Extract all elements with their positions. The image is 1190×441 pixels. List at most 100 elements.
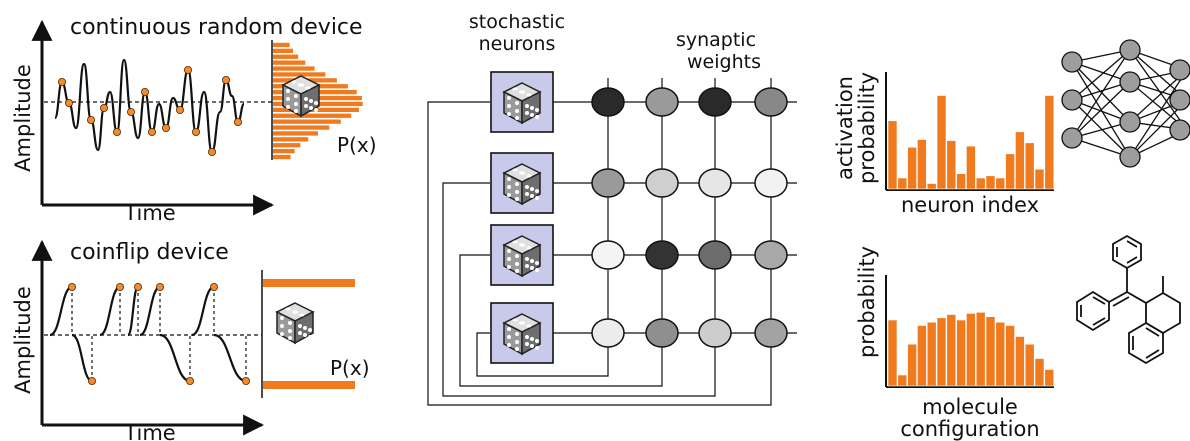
synaptic-weight-node [698,87,732,117]
continuous-samples [58,66,242,156]
bar [1044,369,1055,387]
continuous-hist-bar [273,125,330,130]
bar [897,177,908,190]
coinflip-ylabel: Amplitude [11,286,35,394]
bar [946,314,957,387]
continuous-hist-bar [273,72,326,77]
synaptic-weight-node [754,168,788,198]
nn-edge [1071,99,1131,158]
coinflip-sample-dot [133,282,142,291]
coinflip-signal [49,285,247,383]
bar [975,311,986,387]
coinflip-sample-dot [185,376,194,385]
continuous-hist-bar [273,42,290,48]
synaptic-weight-node [591,87,625,117]
synaptic-weight-node [645,168,679,198]
bar [936,317,947,387]
continuous-signal [53,58,246,154]
weights-label-line2: weights [687,51,761,73]
neural-net-edges [1071,49,1188,158]
bar [907,343,917,387]
coinflip-hist-bar-high [263,279,355,287]
coinflip-sample-dot [88,376,97,385]
bar [1024,343,1035,387]
network-feedback-wire [427,101,772,406]
coinflip-sample-dot [155,282,164,291]
bar [985,316,996,387]
weights-label-line1: synaptic [676,29,756,51]
nn-node [1119,146,1141,168]
coinflip-sample-dot [116,282,125,291]
network-neurons [490,71,554,364]
nn-node [1169,89,1190,111]
synaptic-weight-node [645,318,679,348]
continuous-sample-dot [183,66,192,75]
bar [1005,153,1015,190]
continuous-ylabel: Amplitude [11,64,35,172]
activation-bars [887,95,1055,190]
coinflip-samples [68,282,250,385]
molecule-xlabel-line2: configuration [900,417,1039,441]
neurons-label-line1: stochastic [469,11,565,33]
coinflip-sample-dot [68,282,77,291]
coinflip-title: coinflip device [70,240,229,265]
continuous-hist-bar [273,66,315,71]
network-weights [591,87,788,348]
coinflip-guides [71,287,247,381]
coinflip-sample-dot [241,376,250,385]
continuous-hist-bar [273,143,301,148]
bar [917,325,927,387]
panel-coinflip: coinflip device Amplitude Time P(x) [11,239,370,441]
bar [1015,131,1025,190]
continuous-dist-label: P(x) [337,133,377,157]
nn-node [1119,39,1141,61]
coinflip-sample-dot [209,282,218,291]
continuous-sample-dot [113,127,122,136]
continuous-sample-dot [140,88,149,97]
network-feedback-wire [476,332,609,377]
bar [907,146,917,190]
coinflip-hist-bar-low [263,381,355,389]
bar [985,175,996,190]
continuous-sample-dot [191,127,200,136]
continuous-hist-bar [273,131,319,136]
continuous-hist-bar [273,154,291,160]
continuous-hist-bar [273,119,341,124]
synaptic-weight-node [754,87,788,117]
continuous-hist-bar [273,113,352,118]
bar [1015,336,1025,387]
synaptic-weight-node [698,168,732,198]
bar [966,145,976,190]
continuous-sample-dot [175,106,184,115]
nn-node [1061,127,1083,149]
synaptic-weight-node [645,240,679,270]
nn-node [1061,51,1083,73]
bar [956,173,966,190]
bar [956,319,966,387]
continuous-sample-dot [127,108,136,117]
continuous-sample-dot [147,127,156,136]
stochastic-neuron [490,152,554,214]
bar [995,177,1006,190]
bar [887,319,898,387]
coinflip-die-icon [276,302,314,344]
molecule-xlabel-line1: molecule [922,395,1018,419]
continuous-sample-dot [65,99,74,108]
stochastic-neuron [490,224,554,286]
stochastic-neuron [490,71,554,133]
panel-activation: activation probability neuron index [833,39,1190,217]
bar [966,313,976,387]
continuous-sample-dot [207,147,216,156]
nn-edge [1129,49,1188,131]
network-feedback-wire [442,182,716,397]
bar [1024,142,1035,190]
bar [1034,168,1045,190]
nn-node [1169,59,1190,81]
molecule-ylabel: probability [855,246,879,358]
continuous-sample-dot [58,78,67,87]
neural-net-icon [1061,39,1190,168]
synaptic-weight-node [754,318,788,348]
continuous-hist-bar [273,54,299,59]
nn-node [1169,119,1190,141]
